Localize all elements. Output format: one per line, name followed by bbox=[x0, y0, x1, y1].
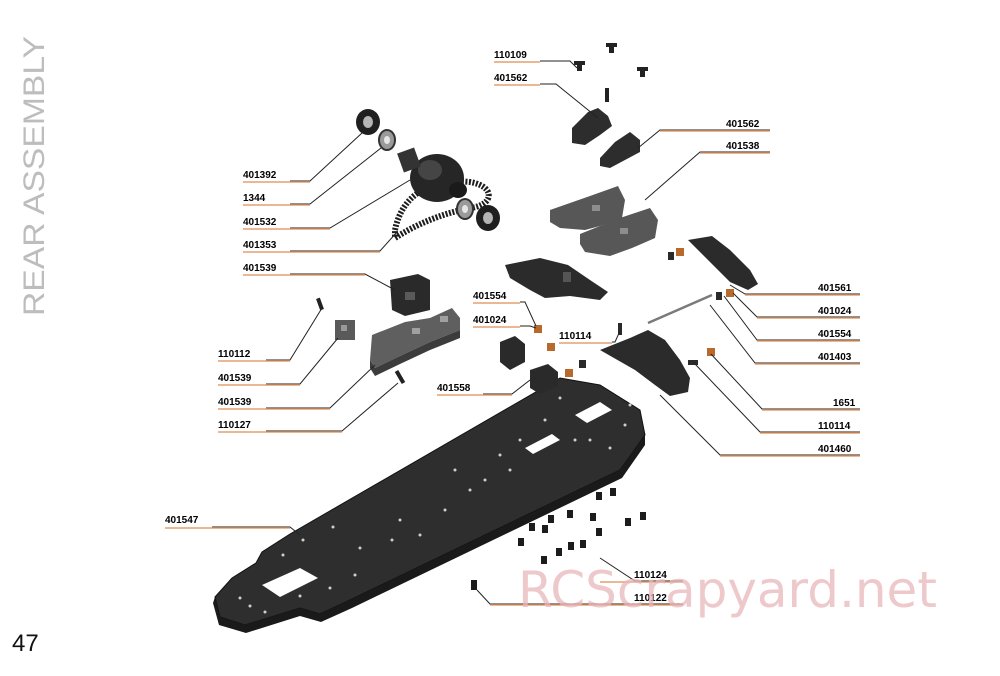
label-110127: 110127 bbox=[218, 420, 342, 433]
svg-text:401562: 401562 bbox=[494, 73, 528, 84]
label-401024-left: 401024 bbox=[473, 315, 520, 328]
leader-lines bbox=[212, 60, 860, 605]
label-110124: 110124 bbox=[600, 570, 683, 583]
svg-text:401554: 401554 bbox=[818, 329, 852, 340]
chassis-plate bbox=[213, 377, 646, 633]
label-401460: 401460 bbox=[720, 444, 860, 457]
svg-text:110114: 110114 bbox=[818, 421, 851, 432]
label-401539-mid: 401539 bbox=[218, 373, 300, 386]
label-110114-right: 110114 bbox=[760, 421, 860, 434]
svg-text:401353: 401353 bbox=[243, 240, 277, 251]
svg-text:401539: 401539 bbox=[218, 397, 252, 408]
svg-text:1651: 1651 bbox=[833, 398, 856, 409]
label-401562-lower: 401562 bbox=[660, 119, 770, 132]
upper-mounts bbox=[550, 43, 658, 256]
svg-text:401547: 401547 bbox=[165, 515, 199, 526]
svg-text:401561: 401561 bbox=[818, 283, 852, 294]
label-401024-right: 401024 bbox=[757, 306, 860, 319]
label-401353: 401353 bbox=[243, 240, 380, 253]
svg-text:110124: 110124 bbox=[634, 570, 667, 581]
svg-text:401024: 401024 bbox=[818, 306, 852, 317]
label-401403: 401403 bbox=[755, 352, 860, 365]
svg-text:401539: 401539 bbox=[243, 263, 277, 274]
svg-text:401403: 401403 bbox=[818, 352, 852, 363]
page-number: 47 bbox=[12, 630, 39, 657]
label-110112: 110112 bbox=[218, 349, 290, 362]
suspension-arms bbox=[500, 236, 758, 396]
label-401554-right: 401554 bbox=[757, 329, 860, 342]
svg-text:401538: 401538 bbox=[726, 141, 760, 152]
svg-text:401024: 401024 bbox=[473, 315, 507, 326]
label-110122: 110122 bbox=[490, 593, 683, 606]
svg-text:401532: 401532 bbox=[243, 217, 277, 228]
svg-text:401554: 401554 bbox=[473, 291, 507, 302]
label-1651: 1651 bbox=[762, 398, 860, 411]
label-401558: 401558 bbox=[437, 383, 512, 396]
label-401539-low: 401539 bbox=[218, 397, 330, 410]
label-401562-upper: 401562 bbox=[494, 73, 540, 86]
motor-mount-parts bbox=[316, 274, 460, 385]
svg-text:110114: 110114 bbox=[559, 331, 592, 342]
label-401532: 401532 bbox=[243, 217, 330, 230]
svg-text:110112: 110112 bbox=[218, 349, 251, 360]
svg-text:401562: 401562 bbox=[726, 119, 760, 130]
page-title: REAR ASSEMBLY bbox=[18, 36, 51, 316]
chassis-screws bbox=[471, 488, 646, 590]
label-110109: 110109 bbox=[494, 50, 540, 63]
diff-assembly bbox=[356, 109, 500, 244]
page-title-text: REAR ASSEMBLY bbox=[18, 36, 51, 316]
svg-text:110122: 110122 bbox=[634, 593, 667, 604]
label-1344: 1344 bbox=[243, 193, 310, 206]
svg-text:401558: 401558 bbox=[437, 383, 471, 394]
watermark-text: RCScrapyard.net bbox=[518, 561, 937, 619]
svg-text:110127: 110127 bbox=[218, 420, 251, 431]
svg-text:401539: 401539 bbox=[218, 373, 252, 384]
part-labels: 110109 401562 401562 401538 401392 1344 … bbox=[165, 50, 860, 606]
label-401539-top: 401539 bbox=[243, 263, 365, 276]
svg-text:401392: 401392 bbox=[243, 170, 277, 181]
svg-text:401460: 401460 bbox=[818, 444, 852, 455]
label-401561: 401561 bbox=[745, 283, 860, 296]
svg-text:110109: 110109 bbox=[494, 50, 527, 61]
label-401538: 401538 bbox=[700, 141, 770, 154]
label-401392: 401392 bbox=[243, 170, 310, 183]
label-401554-left: 401554 bbox=[473, 291, 520, 304]
label-110114-mid: 110114 bbox=[559, 331, 612, 344]
svg-text:1344: 1344 bbox=[243, 193, 266, 204]
label-401547: 401547 bbox=[165, 515, 290, 529]
